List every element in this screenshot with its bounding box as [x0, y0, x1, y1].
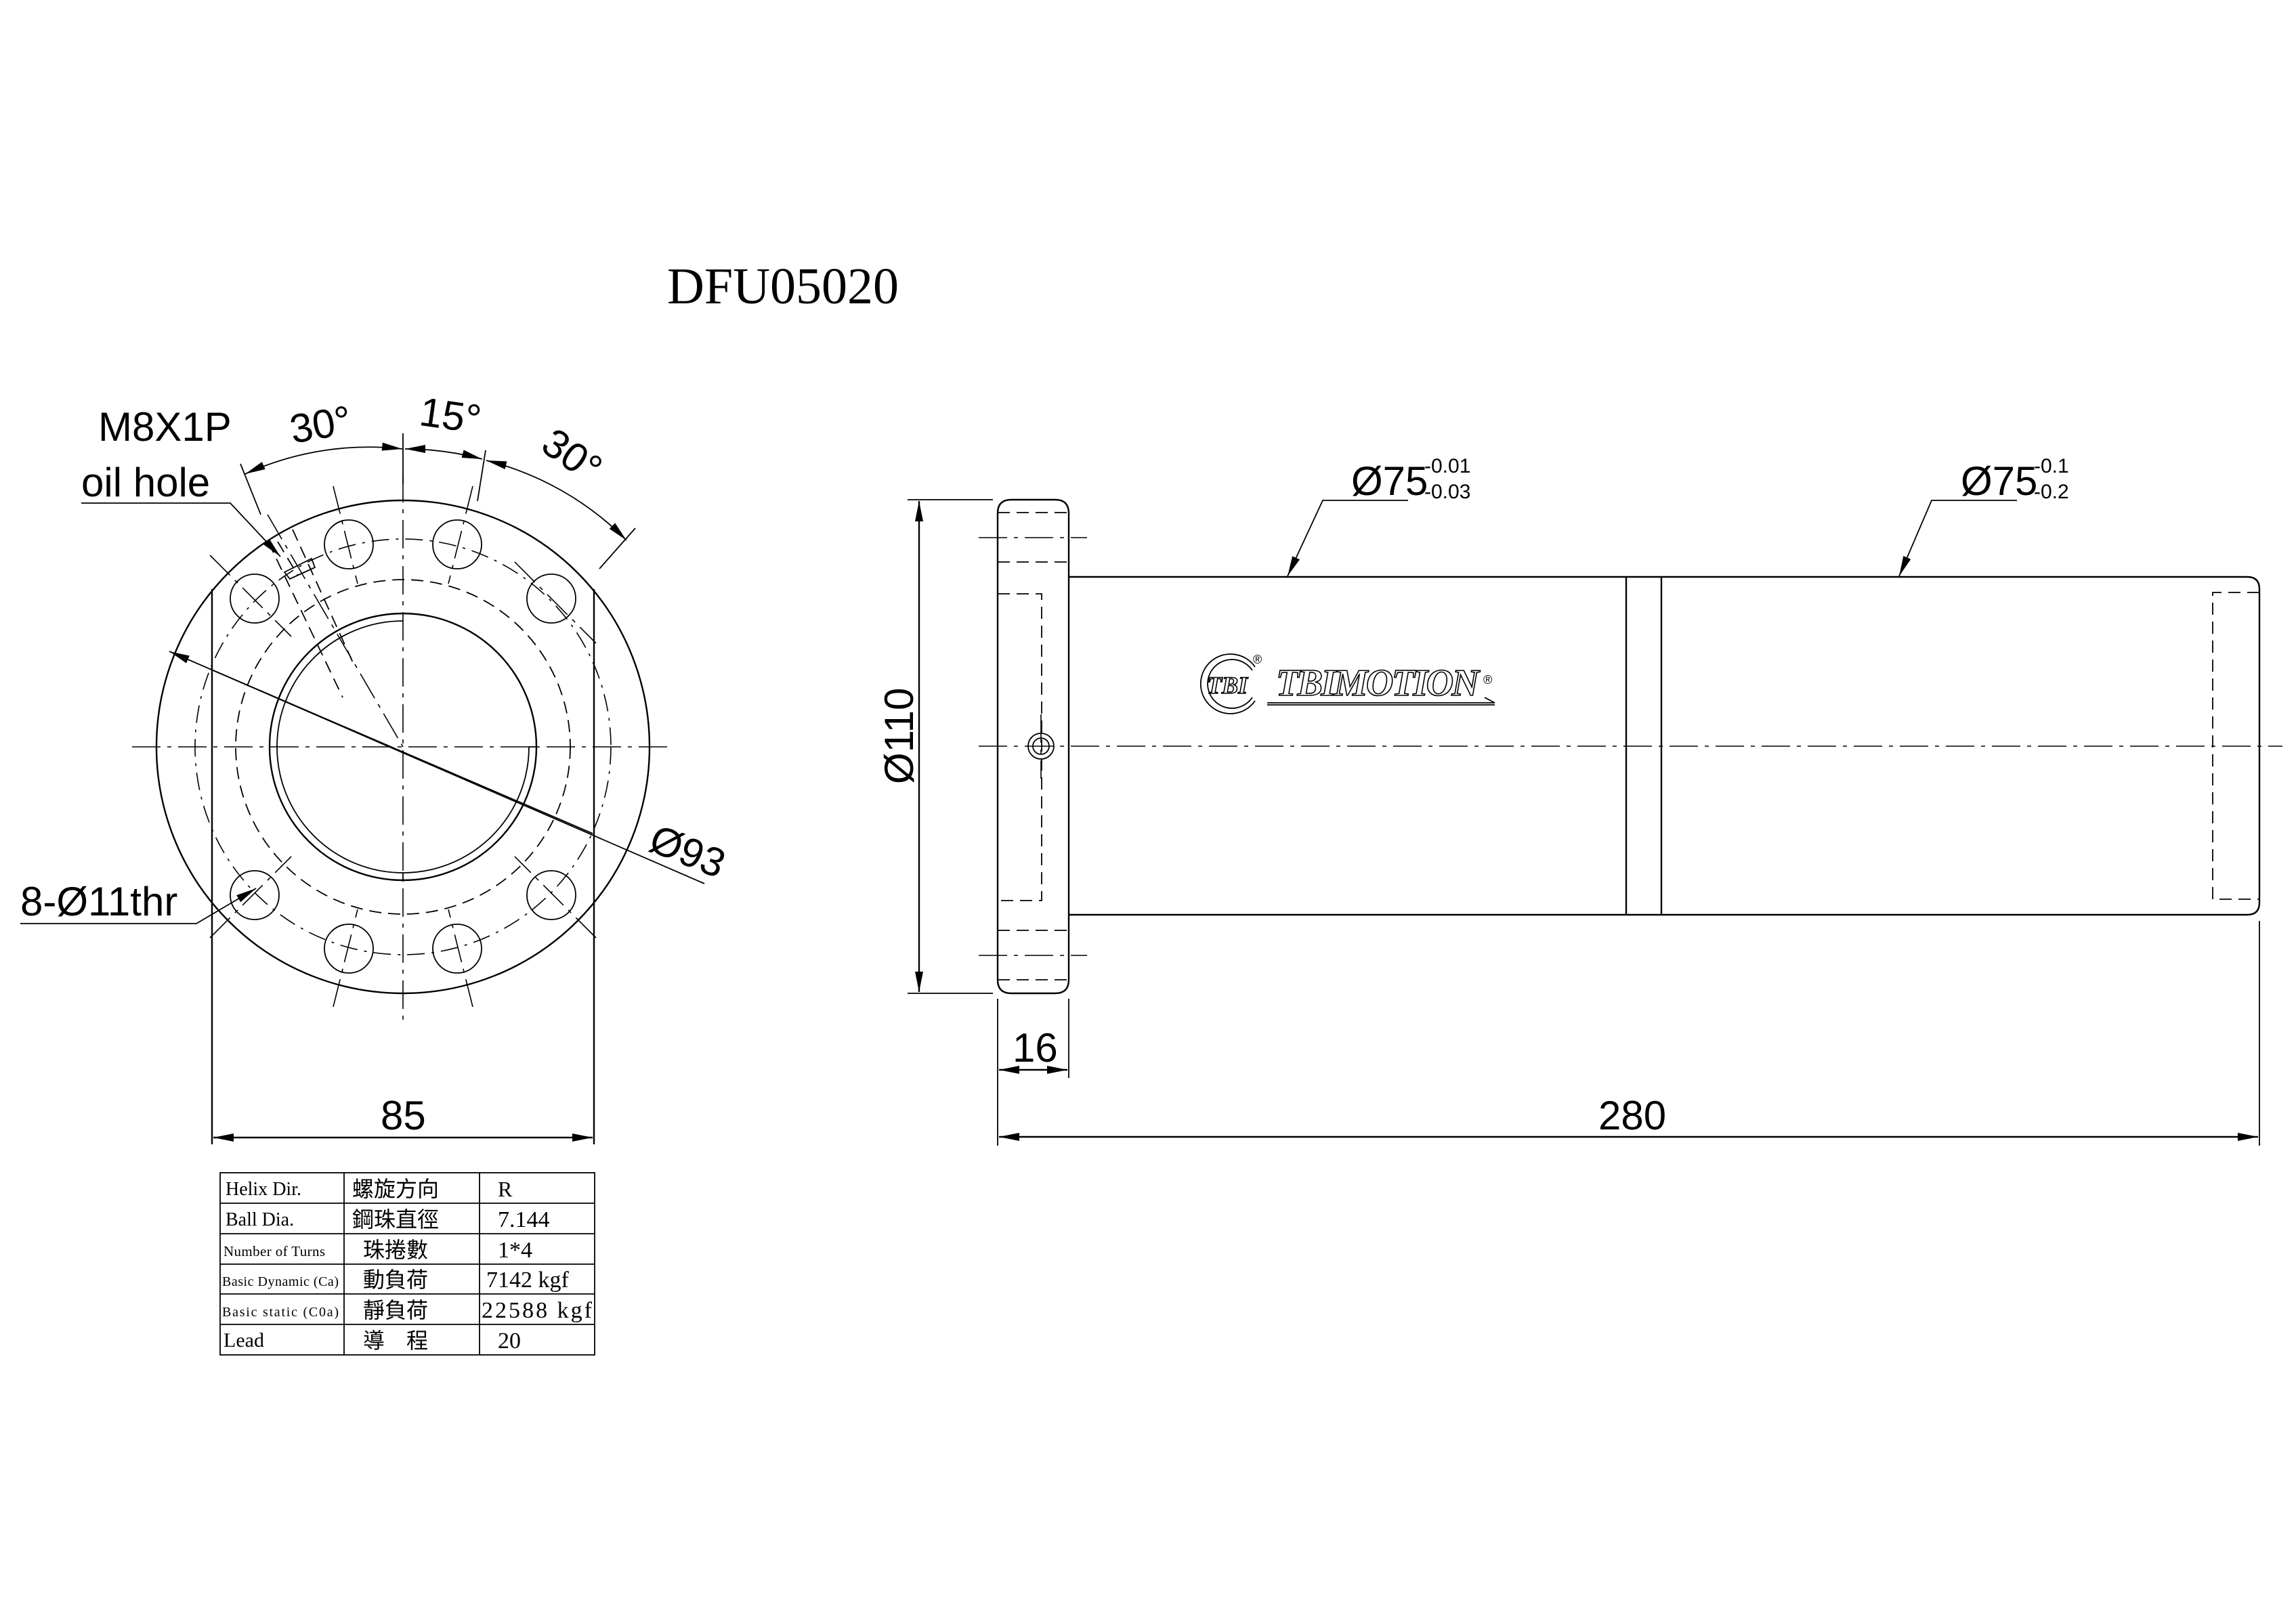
logo-badge-text: TBI: [1207, 672, 1249, 699]
svg-text:珠捲數: 珠捲數: [363, 1238, 428, 1262]
svg-text:Lead: Lead: [224, 1329, 264, 1352]
table-row: Basic Dynamic (Ca) 動負荷 7142 kgf: [222, 1268, 570, 1293]
side-view: Ø110 16 280 Ø75 -0.01 -0.03 Ø75 -0.1 -0.…: [876, 455, 2282, 1146]
logo-brand-text: TBIMOTION: [1276, 662, 1481, 704]
fit-dia-1-tol-upper: -0.01: [1424, 455, 1470, 477]
angle-arc-left: [245, 442, 403, 475]
table-row: Lead 導 程 20: [224, 1328, 521, 1354]
table-row: Number of Turns 珠捲數 1*4: [224, 1238, 532, 1263]
svg-text:Helix Dir.: Helix Dir.: [226, 1179, 301, 1200]
svg-text:導 程: 導 程: [363, 1328, 428, 1353]
svg-text:7142 kgf: 7142 kgf: [486, 1268, 570, 1293]
svg-text:Number of Turns: Number of Turns: [224, 1243, 325, 1259]
spec-table: Helix Dir. 螺旋方向 R Ball Dia. 鋼珠直徑 7.144 N…: [219, 1172, 595, 1356]
fit-dia-1-tol-lower: -0.03: [1424, 481, 1470, 503]
oil-hole-leader: [81, 502, 281, 557]
angle-label-mid: 15°: [417, 389, 484, 442]
fit-dia-2-tol-upper: -0.1: [2034, 455, 2069, 477]
svg-text:R: R: [498, 1177, 513, 1201]
svg-text:20: 20: [498, 1328, 521, 1354]
angle-label-left: 30°: [286, 397, 355, 452]
svg-text:22588 kgf: 22588 kgf: [482, 1298, 593, 1323]
svg-text:Ball Dia.: Ball Dia.: [226, 1209, 294, 1230]
flange-thickness-label: 16: [1013, 1025, 1058, 1071]
fit-dia-1-label: Ø75: [1351, 458, 1428, 504]
svg-text:1*4: 1*4: [498, 1238, 532, 1263]
angle-label-right: 30°: [534, 419, 610, 492]
oil-hole-thread-label: M8X1P: [98, 404, 232, 450]
front-view: Ø93 30° 15° 30° M8X1P oil hole 8-Ø11thr …: [20, 389, 731, 1144]
oil-hole-hidden: [267, 514, 404, 748]
svg-text:Basic static (C0a): Basic static (C0a): [222, 1305, 339, 1320]
angle-arc-mid: [404, 444, 483, 460]
logo-badge-mark: ®: [1253, 653, 1262, 666]
logo-c-ring: [1199, 653, 1256, 714]
svg-text:靜負荷: 靜負荷: [363, 1298, 428, 1322]
svg-text:動負荷: 動負荷: [363, 1268, 428, 1292]
total-length-label: 280: [1598, 1093, 1666, 1138]
svg-text:鋼珠直徑: 鋼珠直徑: [352, 1207, 439, 1232]
table-row: Basic static (C0a) 靜負荷 22588 kgf: [222, 1298, 593, 1323]
bolt-holes-label: 8-Ø11thr: [20, 879, 177, 924]
flange-dia-label: Ø110: [876, 688, 922, 784]
logo-brand-mark: ®: [1483, 673, 1492, 687]
fit-dia-2-tol-lower: -0.2: [2034, 481, 2069, 503]
bolt-holes-leader: [20, 888, 257, 924]
tbi-logo: TBI ® TBIMOTION ®: [1199, 653, 1495, 714]
part-number-title: DFU05020: [667, 258, 899, 315]
svg-text:螺旋方向: 螺旋方向: [352, 1177, 439, 1201]
thread-arc: [276, 620, 530, 873]
flat-width-label: 85: [381, 1093, 426, 1138]
svg-text:7.144: 7.144: [498, 1207, 550, 1232]
oil-hole-label: oil hole: [81, 460, 210, 505]
table-row: Ball Dia. 鋼珠直徑 7.144: [226, 1207, 550, 1232]
angle-arc-right: [486, 460, 627, 541]
fit-dia-2-label: Ø75: [1961, 458, 2037, 504]
table-row: Helix Dir. 螺旋方向 R: [226, 1177, 513, 1201]
flange-outline: [996, 498, 1070, 995]
fit-dia-1-leader: [1287, 500, 1408, 577]
svg-text:Basic Dynamic (Ca): Basic Dynamic (Ca): [222, 1274, 339, 1289]
fit-dia-2-leader: [1898, 500, 2017, 577]
